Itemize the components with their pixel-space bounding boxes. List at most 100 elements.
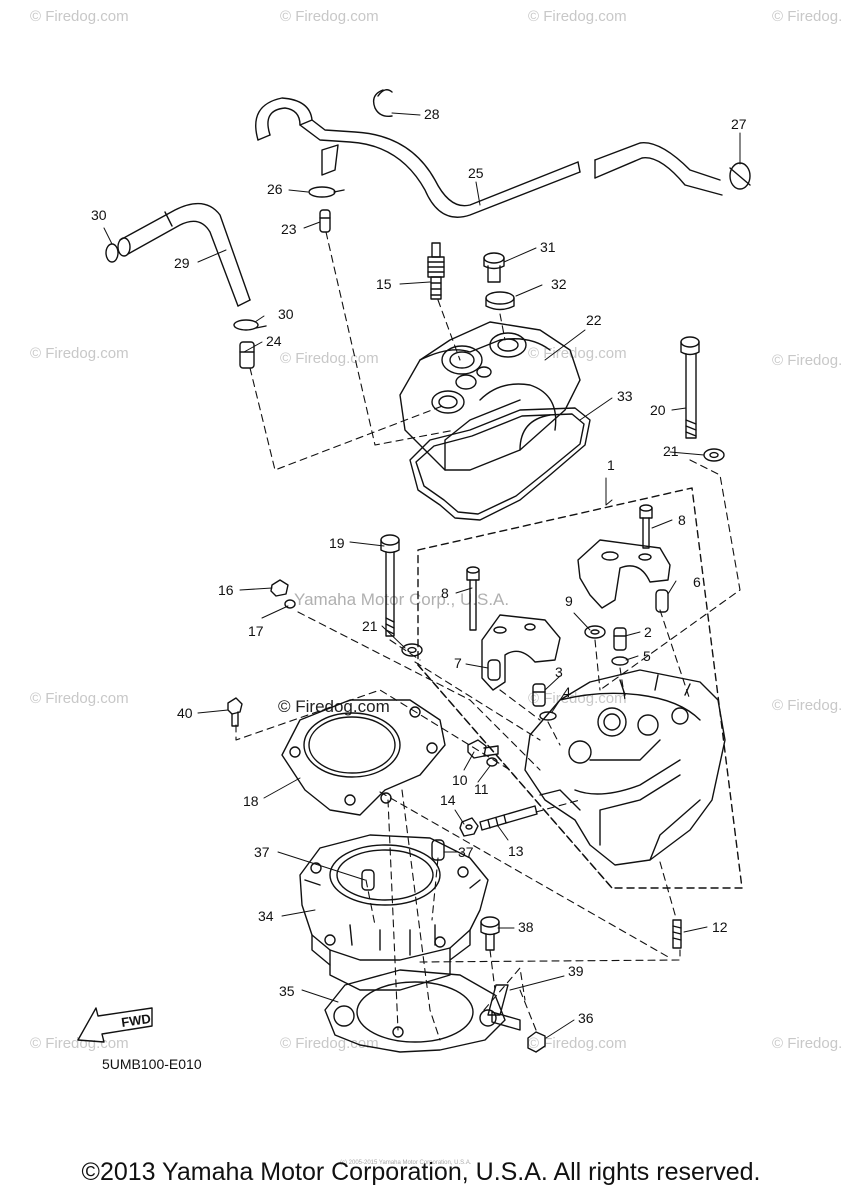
nut-36 — [527, 1031, 546, 1053]
fitting-3 — [532, 683, 546, 707]
camshaft-cap-lower — [481, 614, 561, 691]
grommet-32 — [485, 291, 515, 311]
bolt-8-lower — [466, 566, 480, 631]
camshaft-cap-upper — [577, 539, 671, 609]
fwd-arrow-icon — [77, 1007, 153, 1043]
callout-26: 26 — [267, 181, 283, 197]
callout-14: 14 — [440, 792, 456, 808]
callout-24: 24 — [266, 333, 282, 349]
callout-20: 20 — [650, 402, 666, 418]
callout-8b: 8 — [441, 585, 449, 601]
bolt-8 — [639, 504, 653, 549]
callout-8a: 8 — [678, 512, 686, 528]
callout-38: 38 — [518, 919, 534, 935]
callout-15: 15 — [376, 276, 392, 292]
breather-hose-25 — [255, 97, 723, 218]
callout-37b: 37 — [458, 844, 474, 860]
bolt-16 — [270, 579, 289, 597]
callout-11: 11 — [474, 781, 489, 797]
watermark: © Firedog.com — [280, 8, 379, 25]
callout-36: 36 — [578, 1010, 594, 1026]
callout-30b: 30 — [278, 306, 294, 322]
watermark: © Firedog.com — [772, 697, 842, 714]
callout-7: 7 — [454, 655, 462, 671]
callout-32: 32 — [551, 276, 567, 292]
callout-4: 4 — [563, 684, 571, 700]
base-gasket-35 — [324, 969, 506, 1053]
bolt-38 — [480, 916, 500, 951]
callout-25: 25 — [468, 165, 484, 181]
watermark-overlay: Yamaha Motor Corp., U.S.A. — [294, 590, 510, 609]
watermark: © Firedog.com — [528, 8, 627, 25]
copyright-notice: ©2013 Yamaha Motor Corporation, U.S.A. A… — [81, 1158, 761, 1186]
head-cover-22 — [399, 321, 581, 471]
watermark: © Firedog.com — [30, 345, 129, 362]
bolt-19 — [380, 534, 400, 637]
breather-hose-29 — [105, 202, 251, 307]
head-gasket-18 — [281, 699, 446, 816]
bracket-39 — [487, 984, 521, 1031]
watermark: © Firedog.com — [772, 8, 842, 25]
callout-37a: 37 — [254, 844, 270, 860]
hose-clip-30 — [233, 319, 267, 331]
callout-27: 27 — [731, 116, 747, 132]
washer-17 — [284, 599, 296, 609]
watermark: © Firedog.com — [280, 1035, 379, 1052]
washer-21 — [703, 448, 725, 462]
callout-21b: 21 — [362, 618, 378, 634]
fitting-2 — [613, 627, 627, 651]
callout-3: 3 — [555, 664, 563, 680]
washer-11 — [486, 757, 498, 767]
bolt-10 — [467, 739, 499, 759]
spark-plug-15 — [427, 242, 445, 300]
fitting-24 — [239, 341, 255, 369]
tiny-print: (c) 2005-2015 Yamaha Motor Corporation, … — [340, 1160, 472, 1166]
cylinder-head — [524, 669, 726, 866]
callout-22: 22 — [586, 312, 602, 328]
callout-17: 17 — [248, 623, 264, 639]
callout-2: 2 — [644, 624, 652, 640]
hose-clip-26 — [308, 186, 345, 198]
stud-13 — [479, 805, 538, 831]
plug-9 — [584, 625, 606, 639]
fitting-23 — [319, 209, 331, 233]
leader-lines — [103, 112, 741, 1039]
hose-clip-28 — [372, 89, 393, 118]
watermark: © Firedog.com — [772, 1035, 842, 1052]
watermark: © Firedog.com — [528, 345, 627, 362]
callout-29: 29 — [174, 255, 190, 271]
callout-40: 40 — [177, 705, 193, 721]
dowel-7 — [487, 659, 501, 681]
callout-13: 13 — [508, 843, 524, 859]
cover-gasket-33 — [409, 407, 591, 521]
bolt-31 — [483, 252, 505, 283]
callout-31: 31 — [540, 239, 556, 255]
callout-21a: 21 — [663, 443, 679, 459]
callout-6: 6 — [693, 574, 701, 590]
callout-23: 23 — [281, 221, 297, 237]
watermark: © Firedog.com — [528, 1035, 627, 1052]
o-ring-5 — [611, 656, 629, 666]
bolt-40 — [227, 697, 243, 727]
watermark: © Firedog.com — [30, 690, 129, 707]
watermark: © Firedog.com — [772, 352, 842, 369]
callout-35: 35 — [279, 983, 295, 999]
diagram-code: 5UMB100-E010 — [102, 1056, 202, 1072]
assembly-lines — [235, 231, 741, 1041]
callout-34: 34 — [258, 908, 274, 924]
callout-9: 9 — [565, 593, 573, 609]
washer-21-left — [401, 643, 423, 657]
callout-30a: 30 — [91, 207, 107, 223]
callout-numbers: 1 2 3 4 5 6 7 8 8 9 10 11 12 13 14 15 16… — [91, 106, 747, 1026]
o-ring-4 — [539, 711, 557, 721]
callout-19: 19 — [329, 535, 345, 551]
callout-10: 10 — [452, 772, 468, 788]
callout-33: 33 — [617, 388, 633, 404]
nut-14 — [459, 817, 479, 837]
callout-16: 16 — [218, 582, 234, 598]
stud-12 — [672, 919, 682, 949]
fwd-label: FWD — [120, 1011, 151, 1030]
dowel-6 — [655, 589, 669, 613]
callout-1: 1 — [607, 457, 615, 473]
